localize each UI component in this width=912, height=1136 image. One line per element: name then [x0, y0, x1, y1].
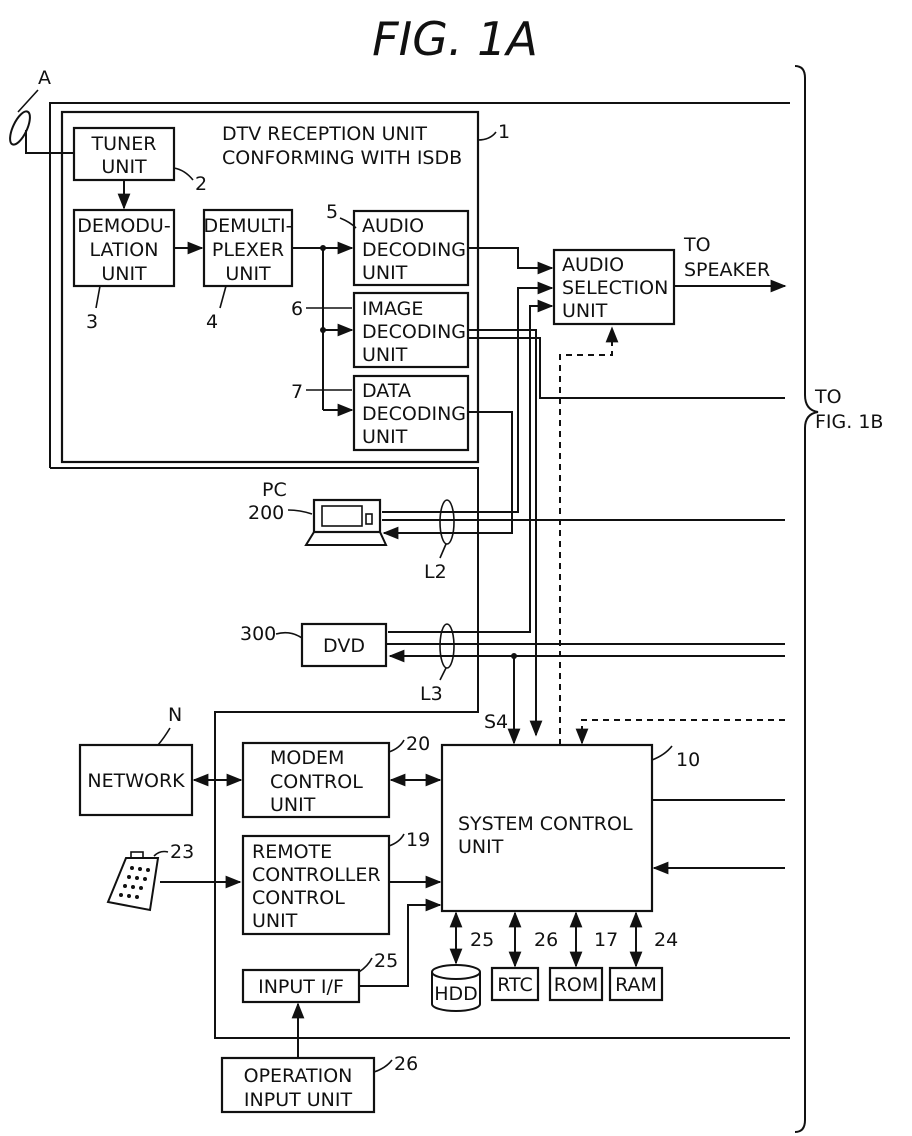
dtv-ref: 1 — [498, 121, 510, 143]
antenna-icon — [6, 109, 34, 148]
to-fig-1b-line1: TO — [814, 386, 842, 408]
op-label-line1: OPERATION — [244, 1065, 353, 1087]
demod-label-line1: DEMODU- — [77, 215, 170, 237]
demux-label-line1: DEMULTI- — [204, 215, 293, 237]
sys-label-line1: SYSTEM CONTROL — [458, 813, 633, 835]
selection-control-dashed-line — [560, 328, 612, 745]
demux-ref: 4 — [206, 311, 218, 333]
dtv-ref-leader — [478, 132, 496, 140]
audio-sel-label-line1: AUDIO — [562, 254, 624, 276]
remote-ref: 23 — [170, 841, 194, 863]
l3-label: L3 — [420, 683, 443, 705]
system-to-pc-arrow — [384, 520, 512, 533]
input-if-ref: 25 — [374, 950, 398, 972]
demod-label-line3: UNIT — [101, 263, 147, 285]
rcc-label-line2: CONTROLLER — [252, 864, 381, 886]
image-dec-label-line1: IMAGE — [362, 298, 423, 320]
rcc-ref: 19 — [406, 829, 430, 851]
audio-sel-label-line3: UNIT — [562, 300, 608, 322]
data-dec-label-line1: DATA — [362, 380, 411, 402]
network-ref: N — [168, 704, 182, 726]
l3-leader — [440, 668, 446, 680]
remote-controller-icon — [108, 858, 158, 910]
op-ref-leader — [374, 1060, 392, 1072]
antenna-label: A — [38, 67, 51, 89]
rcc-label-line4: UNIT — [252, 910, 298, 932]
pc-icon — [314, 500, 380, 532]
demux-label-line2: PLEXER — [212, 239, 284, 261]
sys-label-line2: UNIT — [458, 836, 504, 858]
hdd-ref: 25 — [470, 929, 494, 951]
rom-label: ROM — [554, 974, 599, 996]
op-ref: 26 — [394, 1053, 418, 1075]
figure-title: FIG. 1A — [372, 12, 538, 66]
image-dec-ref: 6 — [291, 298, 303, 320]
network-ref-leader — [158, 728, 170, 745]
l2-cable-bundle — [440, 500, 454, 544]
network-label: NETWORK — [87, 770, 185, 792]
sys-ref-leader — [652, 746, 672, 760]
audio-dec-ref: 5 — [326, 201, 338, 223]
input-if-ref-leader — [359, 958, 372, 972]
pc-keyboard-icon — [306, 532, 386, 545]
remote-ref-leader — [154, 852, 168, 857]
demod-ref: 3 — [86, 311, 98, 333]
input-if-label: INPUT I/F — [258, 976, 344, 998]
tuner-ref: 2 — [195, 173, 207, 195]
audio-dec-to-selection-arrow — [468, 248, 552, 268]
ram-ref: 24 — [654, 929, 678, 951]
dvd-ref-leader — [276, 633, 302, 638]
image-dec-label-line3: UNIT — [362, 344, 408, 366]
l3-cable-bundle — [440, 624, 454, 668]
rtc-ref: 26 — [534, 929, 558, 951]
dvd-ref: 300 — [240, 623, 276, 645]
remote-buttons-icon — [119, 866, 150, 899]
audio-dec-label-line3: UNIT — [362, 262, 408, 284]
op-label-line2: INPUT UNIT — [244, 1089, 353, 1111]
demod-label-line2: LATION — [90, 239, 159, 261]
rcc-label-line1: REMOTE — [252, 841, 332, 863]
dvd-label: DVD — [323, 635, 365, 657]
modem-ref-leader — [389, 740, 404, 752]
audio-sel-label-line2: SELECTION — [562, 277, 668, 299]
audio-dec-label-line2: DECODING — [362, 239, 466, 261]
l2-leader — [440, 544, 446, 558]
ram-label: RAM — [615, 974, 657, 996]
hdd-label: HDD — [434, 983, 478, 1005]
data-dec-label-line3: UNIT — [362, 426, 408, 448]
rtc-label: RTC — [497, 974, 533, 996]
l2-label: L2 — [424, 561, 447, 583]
rcc-ref-leader — [389, 834, 404, 846]
hdd-top-icon — [432, 965, 480, 979]
pc-ref-leader — [288, 510, 312, 514]
data-dec-label-line2: DECODING — [362, 403, 466, 425]
s4-label: S4 — [484, 711, 508, 733]
pc-label: PC — [262, 479, 287, 501]
to-speaker-line1: TO — [683, 234, 711, 256]
audio-dec-label-line1: AUDIO — [362, 215, 424, 237]
to-fig-1b-line2: FIG. 1B — [815, 411, 883, 433]
pc-ref: 200 — [248, 502, 284, 524]
dtv-title-line2: CONFORMING WITH ISDB — [222, 147, 462, 169]
image-dec-to-fig1b-line — [468, 338, 785, 398]
antenna-label-leader — [18, 90, 38, 112]
sys-ref: 10 — [676, 749, 700, 771]
rcc-label-line3: CONTROL — [252, 887, 345, 909]
image-dec-label-line2: DECODING — [362, 321, 466, 343]
right-bracket — [795, 66, 818, 1132]
modem-label-line2: CONTROL — [270, 771, 363, 793]
rom-ref: 17 — [594, 929, 618, 951]
data-dec-ref: 7 — [291, 381, 303, 403]
to-speaker-line2: SPEAKER — [684, 259, 770, 281]
modem-label-line3: UNIT — [270, 794, 316, 816]
demux-label-line3: UNIT — [225, 263, 271, 285]
tuner-label-line2: UNIT — [101, 156, 147, 178]
fig1b-control-dashed-line — [582, 720, 785, 743]
modem-label-line1: MODEM — [270, 747, 344, 769]
dtv-title-line1: DTV RECEPTION UNIT — [222, 123, 427, 145]
modem-ref: 20 — [406, 733, 430, 755]
tuner-label-line1: TUNER — [91, 133, 157, 155]
